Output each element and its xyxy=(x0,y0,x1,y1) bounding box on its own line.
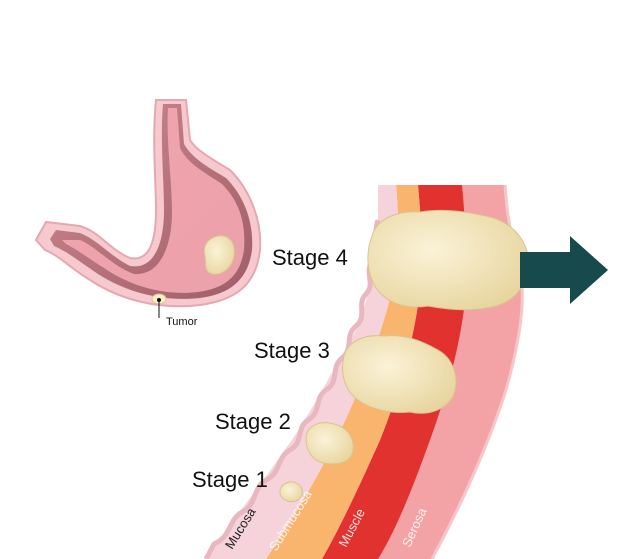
stage-tumors xyxy=(279,209,529,503)
mucosa-folds xyxy=(203,219,381,559)
stage-label-1: Stage 1 xyxy=(192,467,268,492)
tumor-stage-1 xyxy=(279,481,303,503)
spread-arrow-icon xyxy=(520,236,608,304)
stage-label-3: Stage 3 xyxy=(254,338,330,363)
tumor-stage-2 xyxy=(305,422,354,465)
stomach-illustration: Tumor xyxy=(34,99,262,328)
stage-label-2: Stage 2 xyxy=(215,409,291,434)
tumor-stage-4 xyxy=(367,209,529,311)
tumor-pointer-dot xyxy=(157,298,161,302)
stomach-large-tumor xyxy=(203,235,235,275)
stage-label-4: Stage 4 xyxy=(272,245,348,270)
tumor-label: Tumor xyxy=(166,316,198,328)
tumor-stage-3 xyxy=(342,335,457,414)
stomach-mucosa xyxy=(62,108,245,293)
